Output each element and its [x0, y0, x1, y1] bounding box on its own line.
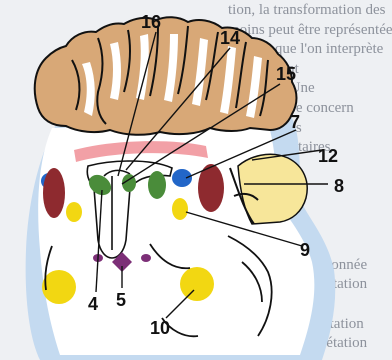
callout-12: 12: [318, 146, 338, 166]
callout-10: 10: [150, 318, 170, 338]
callout-7: 7: [290, 112, 300, 132]
red-nucleus-left: [43, 168, 65, 218]
callout-5: 5: [116, 290, 126, 310]
purple-nucleus-small-right: [141, 254, 151, 262]
yellow-nucleus-large-right: [180, 267, 214, 301]
yellow-nucleus-large-left: [42, 270, 76, 304]
callout-16: 16: [141, 12, 161, 32]
callout-8: 8: [334, 176, 344, 196]
yellow-nucleus-small-right: [172, 198, 188, 220]
blue-nucleus-right: [172, 169, 192, 187]
callout-14: 14: [220, 28, 240, 48]
callout-9: 9: [300, 240, 310, 260]
green-nucleus-right: [148, 171, 166, 199]
callout-15: 15: [276, 64, 296, 84]
callout-4: 4: [88, 294, 98, 314]
yellow-nucleus-small-left: [66, 202, 82, 222]
